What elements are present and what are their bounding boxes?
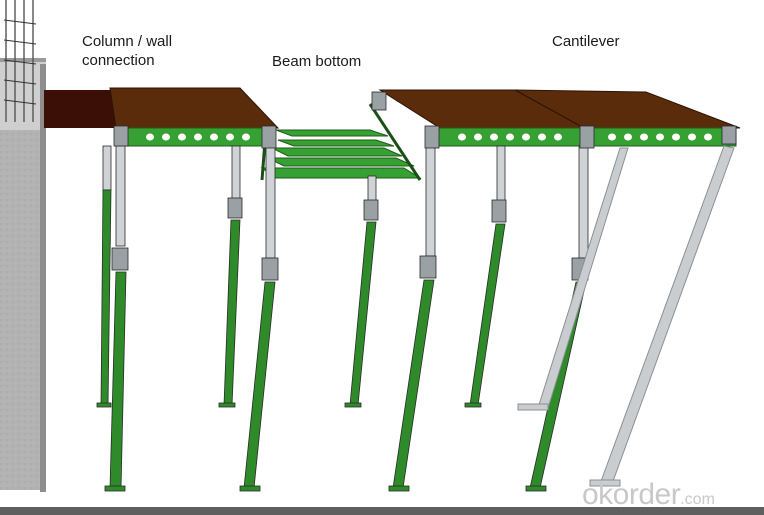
- drophead: [113, 91, 737, 149]
- column-wall-caption-line2: connection: [82, 52, 155, 69]
- plywood-deck: [109, 87, 741, 129]
- concrete-wall: [0, 0, 46, 492]
- deck-panel-left: [109, 87, 280, 129]
- column-wall-caption: Column / wall connection: [82, 32, 172, 70]
- floor-prop: [218, 145, 243, 408]
- okorder-watermark: okorder.com: [582, 478, 715, 512]
- floor-prop: [96, 145, 112, 408]
- floor-prop: [464, 145, 507, 408]
- floor-prop: [388, 145, 437, 492]
- deck-panel-right: [514, 89, 741, 129]
- beam-bottom-caption: Beam bottom: [272, 53, 362, 70]
- beam-bottom-assembly: [260, 103, 422, 181]
- watermark-name: okorder: [582, 478, 681, 511]
- floor-prop: [239, 145, 279, 492]
- column-wall-caption-line1: Column / wall: [82, 33, 173, 50]
- floor-prop: [344, 175, 379, 408]
- watermark-tld: .com: [680, 491, 715, 508]
- floor-props: [96, 145, 589, 492]
- diagonal-brace: [517, 145, 735, 487]
- wall-connection-beam: [44, 90, 120, 128]
- floor-prop: [104, 145, 129, 492]
- cantilever-caption: Cantilever: [552, 33, 620, 50]
- bottom-band: [0, 507, 764, 515]
- floor-prop: [525, 145, 589, 492]
